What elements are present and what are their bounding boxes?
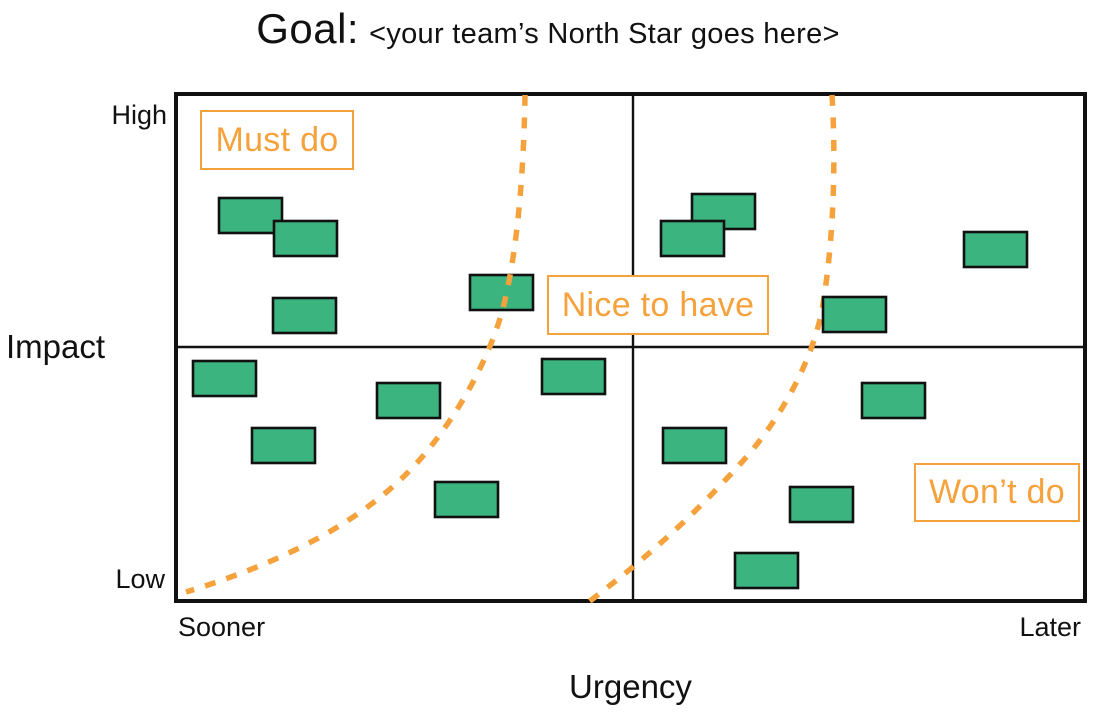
priority-curve-right [584, 94, 837, 607]
sticky-notes-layer [191, 192, 1029, 590]
quadrant-label-nice-to-have-text: Nice to have [561, 285, 755, 324]
sticky-note[interactable] [821, 295, 888, 334]
x-axis-title: Urgency [569, 668, 692, 705]
sticky-note[interactable] [375, 381, 442, 420]
sticky-note[interactable] [733, 551, 800, 590]
quadrant-label-wont-do-text: Won’t do [929, 473, 1065, 511]
quadrant-label-must-do-text: Must do [215, 120, 339, 159]
sticky-note[interactable] [271, 296, 338, 335]
axis-label-low: Low [115, 564, 165, 594]
sticky-note[interactable] [540, 357, 607, 396]
page-title: Goal: <your team’s North Star goes here> [0, 5, 1096, 53]
sticky-note[interactable] [250, 426, 317, 465]
y-axis-title: Impact [6, 328, 106, 365]
goal-label: Goal: [256, 5, 360, 52]
sticky-note[interactable] [659, 219, 726, 258]
sticky-note[interactable] [217, 196, 284, 235]
sticky-note[interactable] [191, 359, 258, 398]
sticky-note[interactable] [433, 480, 500, 519]
sticky-note[interactable] [661, 426, 728, 465]
sticky-note[interactable] [272, 219, 339, 258]
priority-curve-left [185, 94, 528, 595]
axis-label-sooner: Sooner [178, 612, 266, 642]
sticky-note[interactable] [860, 381, 927, 420]
quadrant-label-must-do[interactable]: Must do [200, 110, 354, 170]
quadrant-label-nice-to-have[interactable]: Nice to have [547, 275, 769, 335]
axis-label-later: Later [1019, 612, 1081, 642]
sticky-note[interactable] [788, 485, 855, 524]
axis-label-high: High [111, 100, 167, 130]
north-star-placeholder: <your team’s North Star goes here> [369, 18, 840, 50]
sticky-note[interactable] [962, 230, 1029, 269]
quadrant-label-wont-do[interactable]: Won’t do [914, 463, 1080, 522]
